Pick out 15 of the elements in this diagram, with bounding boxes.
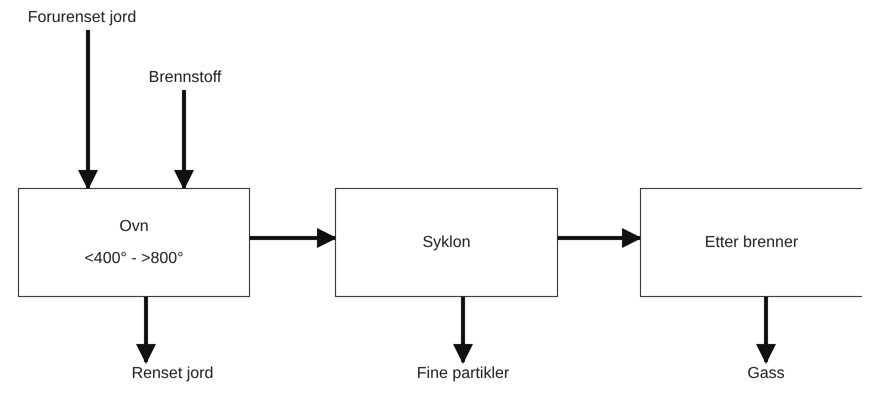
process-box: Ovn <400° - >800°	[18, 188, 250, 297]
arrow	[558, 228, 642, 248]
flow-label: Renset jord	[110, 362, 235, 386]
flow-label: Gass	[726, 362, 806, 386]
arrow	[756, 297, 776, 364]
arrow	[453, 297, 473, 364]
arrow	[174, 90, 194, 190]
process-box: Etter brenner	[640, 188, 862, 297]
arrow	[250, 228, 337, 248]
flow-label: Forurenset jord	[4, 6, 160, 30]
process-box: Syklon	[335, 188, 558, 297]
flow-label: Brennstoff	[130, 66, 240, 90]
arrow	[136, 297, 156, 364]
arrow	[78, 30, 98, 190]
flow-label: Fine partikler	[398, 362, 528, 386]
